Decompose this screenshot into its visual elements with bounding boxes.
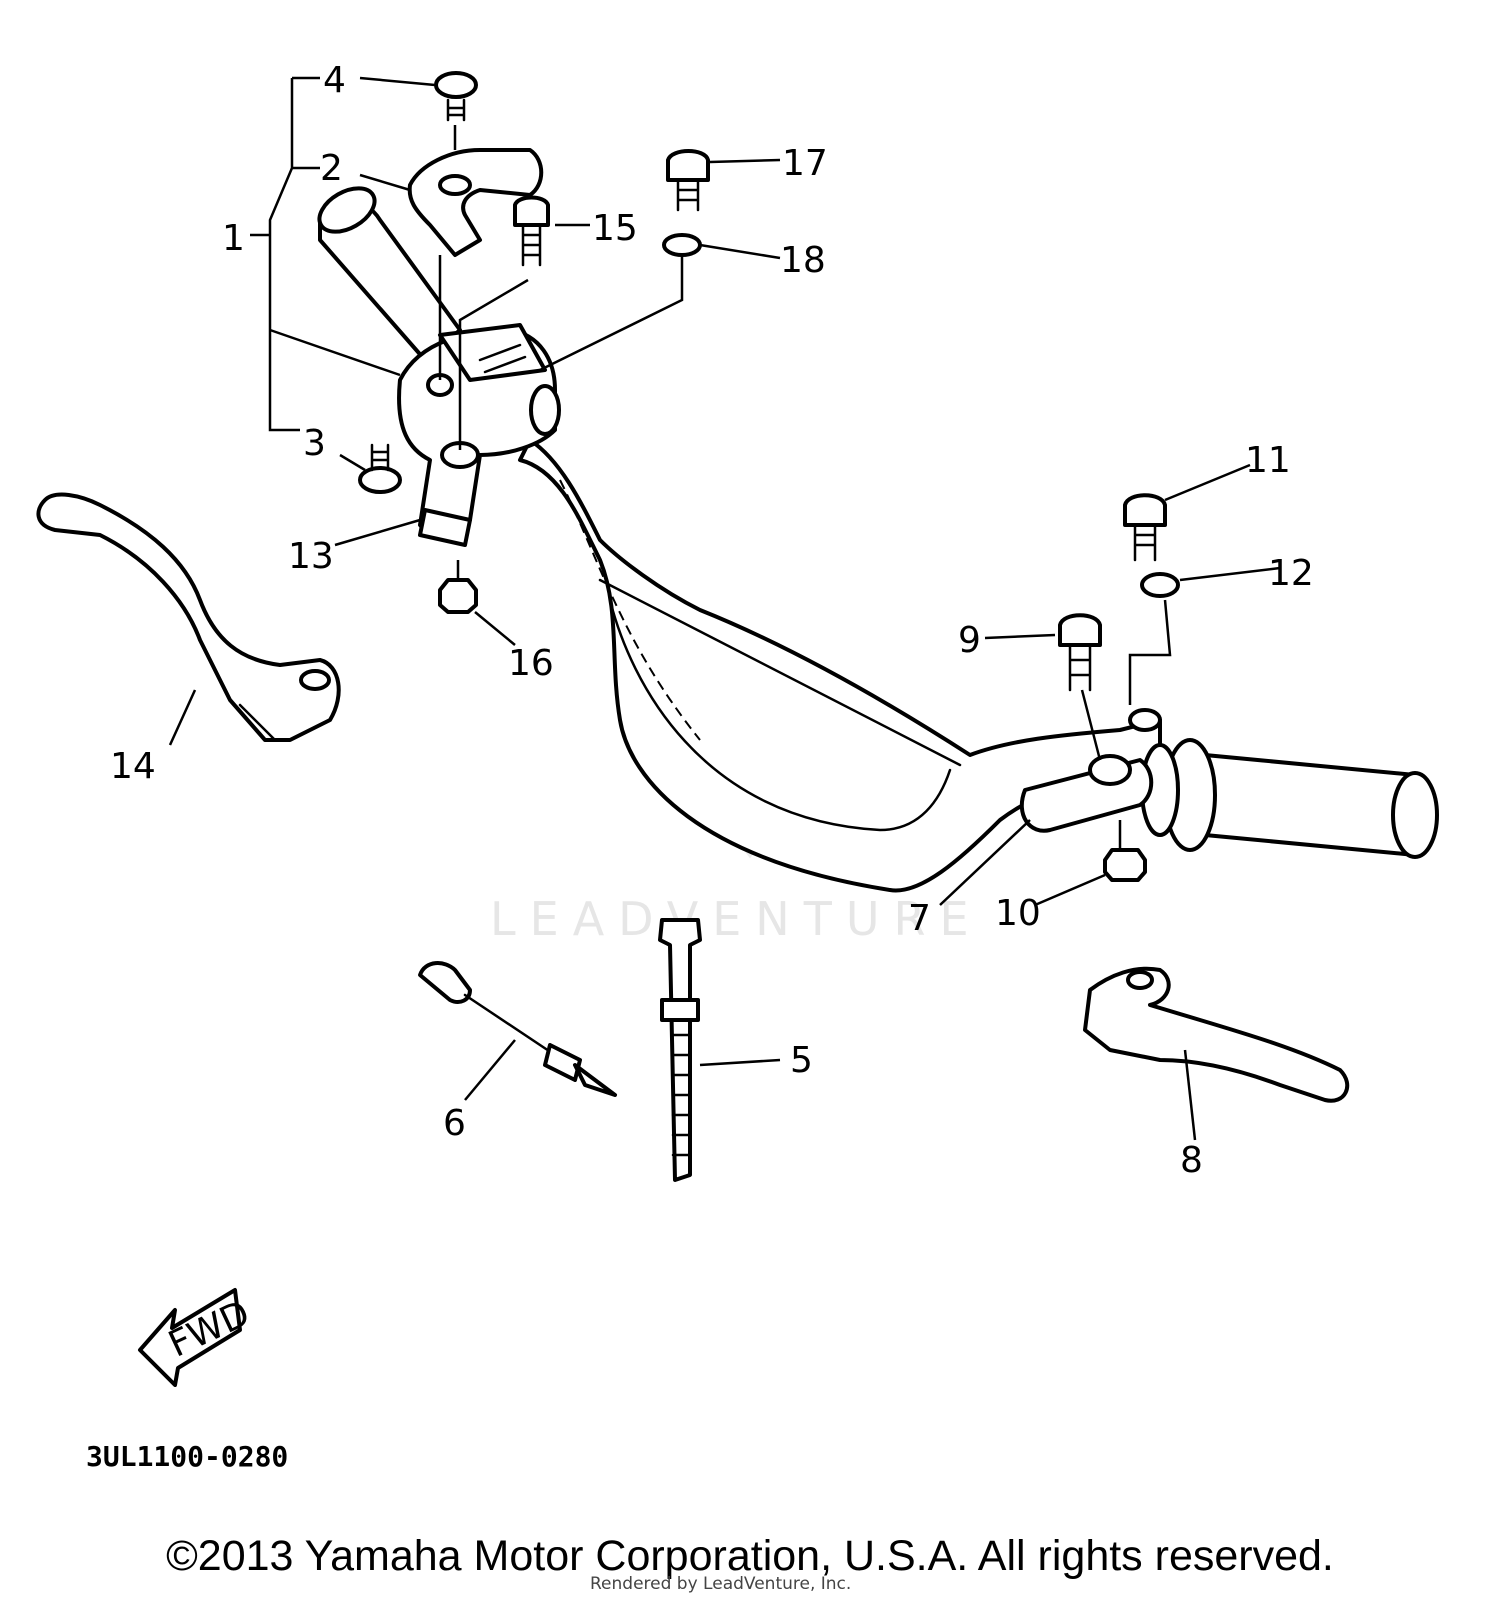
washer-12	[1140, 572, 1180, 598]
watermark-text: LEADVENTURE	[490, 892, 983, 946]
callout-5: 5	[790, 1040, 813, 1081]
callout-8: 8	[1180, 1140, 1203, 1181]
callout-7: 7	[908, 898, 931, 939]
callout-18: 18	[780, 240, 826, 281]
callout-3: 3	[303, 423, 326, 464]
leader-lines	[168, 76, 1281, 1141]
callout-labels: 1 2 3 4 5 6 7 8 9 10 11 12 13 14 15 16 1…	[110, 60, 1314, 1181]
callout-13: 13	[288, 536, 334, 577]
callout-15: 15	[592, 208, 638, 249]
callout-10: 10	[995, 893, 1041, 934]
nut-10	[1103, 848, 1147, 882]
right-grip	[1140, 738, 1439, 859]
callout-16: 16	[508, 643, 554, 684]
rendered-by-credit: Rendered by LeadVenture, Inc.	[590, 1574, 852, 1594]
bolt-11	[1123, 493, 1167, 562]
copyright-notice: ©2013 Yamaha Motor Corporation, U.S.A. A…	[166, 1532, 1334, 1580]
callout-4: 4	[323, 60, 346, 101]
bolt-15	[513, 195, 550, 267]
callout-2: 2	[320, 148, 343, 189]
fwd-arrow: FWD	[138, 1288, 256, 1387]
bolt-9	[1058, 613, 1102, 692]
bolt-3	[358, 443, 402, 494]
cable-tie	[658, 918, 702, 1182]
cable	[418, 961, 617, 1097]
nut-16	[438, 578, 478, 614]
hot-start-lever	[407, 148, 544, 257]
bolt-4	[434, 71, 478, 122]
brake-lever	[1083, 966, 1350, 1103]
bolt-17	[666, 149, 710, 212]
callout-17: 17	[782, 143, 828, 184]
callout-9: 9	[958, 620, 981, 661]
lever-bracket	[1019, 708, 1162, 833]
callout-1: 1	[222, 218, 245, 259]
callout-6: 6	[443, 1103, 466, 1144]
lever-holder	[397, 323, 561, 547]
callout-12: 12	[1268, 553, 1314, 594]
diagram-code: 3UL1100-0280	[86, 1440, 289, 1473]
clutch-lever	[36, 492, 341, 742]
callout-11: 11	[1245, 440, 1291, 481]
callout-14: 14	[110, 746, 156, 787]
washer-18	[662, 233, 702, 257]
